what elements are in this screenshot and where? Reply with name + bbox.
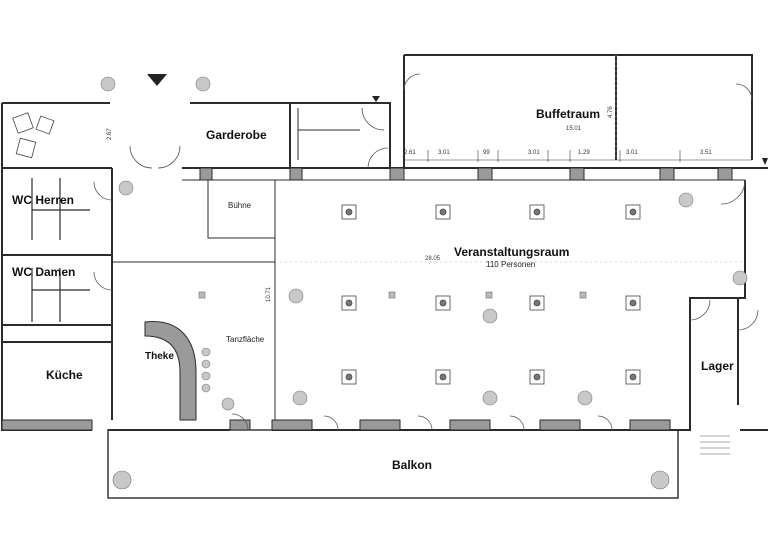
table-group [341,369,357,385]
room-label-veranstaltungsraum: Veranstaltungsraum [454,245,570,259]
room-label-garderobe: Garderobe [206,128,267,142]
table-group [435,204,451,220]
dimension-hall-depth: 10.71 [266,286,272,302]
dimension-seg: 3.01 [626,150,638,156]
entrance-arrow-icon [762,158,768,165]
table-group [341,295,357,311]
dining-tables [341,204,641,385]
plants [100,76,748,490]
dimension-hall-length: 28.05 [425,256,441,262]
table-group [435,369,451,385]
room-label-theke: Theke [145,351,174,362]
table-group [625,204,641,220]
table-group [625,369,641,385]
entrance-arrow-icon [372,96,380,102]
room-label-buffetraum: Buffetraum [536,107,601,121]
dimension-buffet-width: 15.01 [566,126,582,132]
plan-walls [1,54,768,499]
dimension-seg: 1.29 [578,150,590,156]
dimension-seg: 2.61 [404,150,416,156]
table-group [341,204,357,220]
room-label-wc-herren: WC Herren [12,193,75,207]
entrance-arrow-icon [147,74,167,86]
room-label-lager: Lager [701,359,734,373]
dimension-ticks [403,150,752,162]
room-capacity: 110 Personen [486,260,536,269]
dimension-seg: 99 [483,150,490,156]
bar-counter [144,321,197,421]
table-group [625,295,641,311]
grid-lines [280,55,745,263]
room-label-buehne: Bühne [228,201,252,210]
room-label-balkon: Balkon [392,458,433,472]
lounge-chairs [12,112,55,159]
table-group [435,295,451,311]
dimension-seg: 3.01 [528,150,540,156]
dimension-garderobe-height: 2.67 [107,128,113,140]
table-group [529,369,545,385]
doors [93,73,759,431]
room-label-tanzflaeche: Tanzfläche [226,335,265,344]
stairs [700,435,730,455]
table-group [529,295,545,311]
room-label-wc-damen: WC Damen [12,265,76,279]
columns [198,291,587,299]
room-label-kueche: Küche [46,368,83,382]
dimension-seg: 3.51 [700,150,712,156]
dimension-seg: 3.01 [438,150,450,156]
table-group [529,204,545,220]
wall-pillars [1,167,733,431]
dimension-buffet-depth: 4.76 [608,106,614,118]
